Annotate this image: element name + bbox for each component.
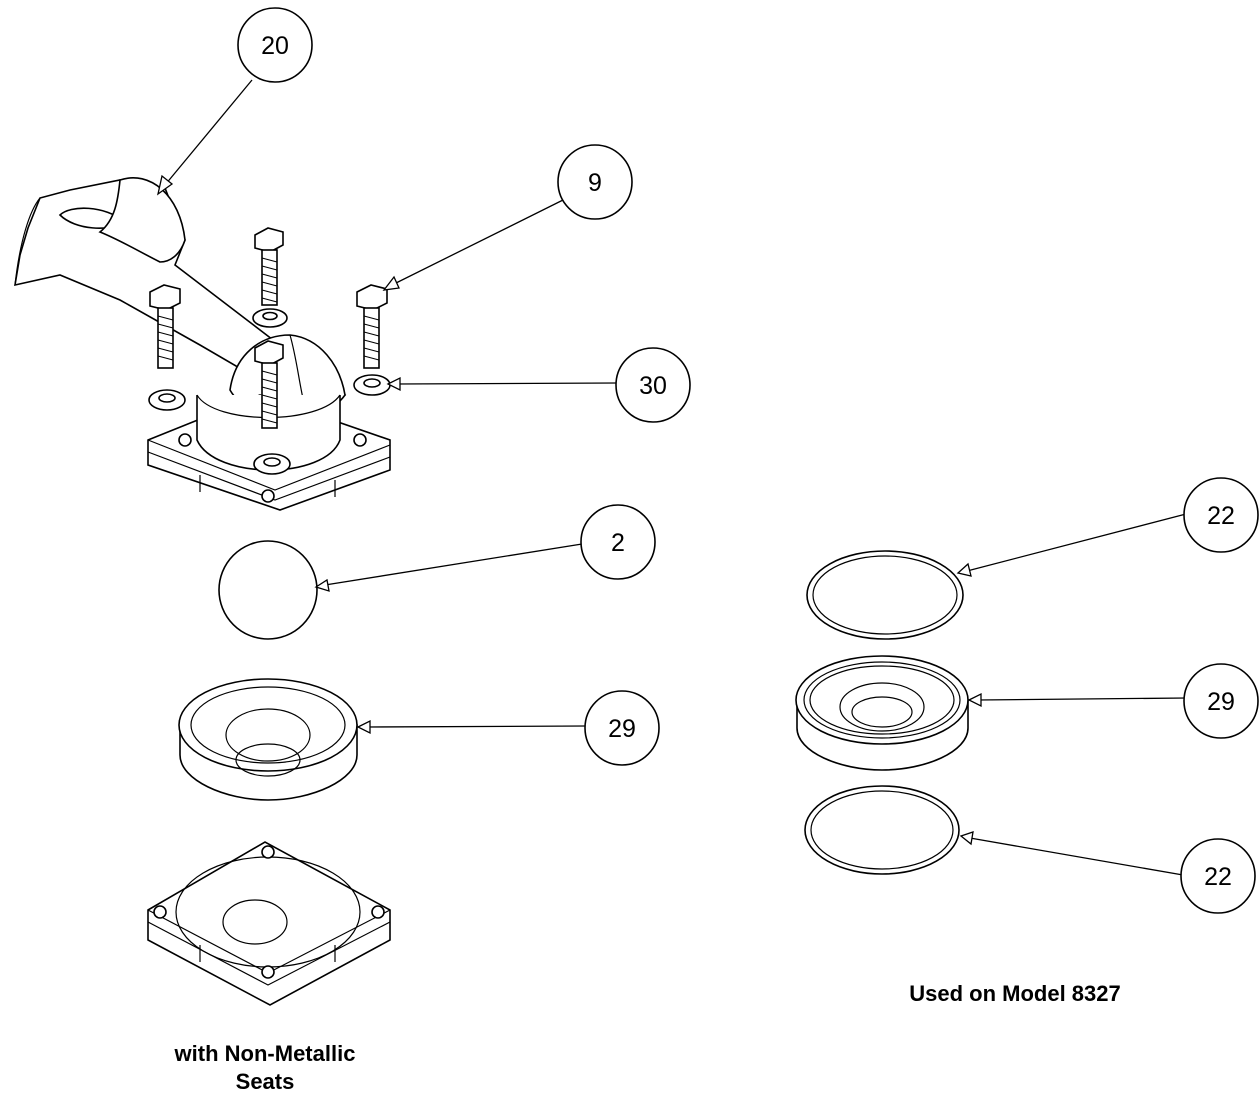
washer-4: [253, 453, 291, 475]
callout-29-left-label: 29: [608, 715, 636, 743]
callout-29-right: 29: [1183, 663, 1259, 739]
leader-2: [314, 543, 583, 592]
seat-right: [795, 655, 969, 771]
check-ball: [218, 540, 318, 640]
callout-9: 9: [557, 144, 633, 220]
o-ring-top: [806, 550, 964, 640]
washer-2: [353, 374, 391, 396]
leader-22-bottom: [959, 831, 1184, 876]
caption-left-line1: with Non-Metallic: [174, 1041, 356, 1066]
leader-22-top: [956, 513, 1187, 577]
callout-22-top: 22: [1183, 477, 1259, 553]
lower-flange: [147, 841, 391, 1006]
callout-30: 30: [615, 347, 691, 423]
bolt-4: [254, 340, 284, 429]
caption-left-line2: Seats: [235, 1069, 295, 1094]
callout-22-top-label: 22: [1207, 502, 1235, 530]
callout-30-label: 30: [639, 372, 667, 400]
o-ring-bottom: [804, 785, 960, 875]
callout-9-label: 9: [588, 169, 602, 197]
leader-20: [156, 79, 253, 196]
leader-9: [382, 199, 564, 291]
leader-29-right: [967, 692, 1188, 708]
manifold-flange: [147, 394, 391, 511]
caption-model-8327: Used on Model 8327: [909, 981, 1121, 1006]
bolt-2: [149, 284, 181, 369]
callout-20-label: 20: [261, 32, 289, 60]
leader-29-left: [356, 719, 587, 735]
caption-non-metallic-seats: with Non-Metallic Seats: [140, 1040, 390, 1096]
callout-2-label: 2: [611, 529, 625, 557]
callout-29-right-label: 29: [1207, 688, 1235, 716]
seat-left: [178, 678, 358, 801]
callout-20: 20: [237, 7, 313, 83]
bolt-3: [356, 284, 388, 369]
washer-3: [252, 308, 288, 328]
callout-22-bottom: 22: [1180, 838, 1256, 914]
callout-22-bottom-label: 22: [1204, 863, 1232, 891]
washer-1: [148, 389, 186, 411]
leader-30: [386, 376, 618, 392]
bolt-1: [254, 227, 284, 306]
callout-2: 2: [580, 504, 656, 580]
callout-29-left: 29: [584, 690, 660, 766]
